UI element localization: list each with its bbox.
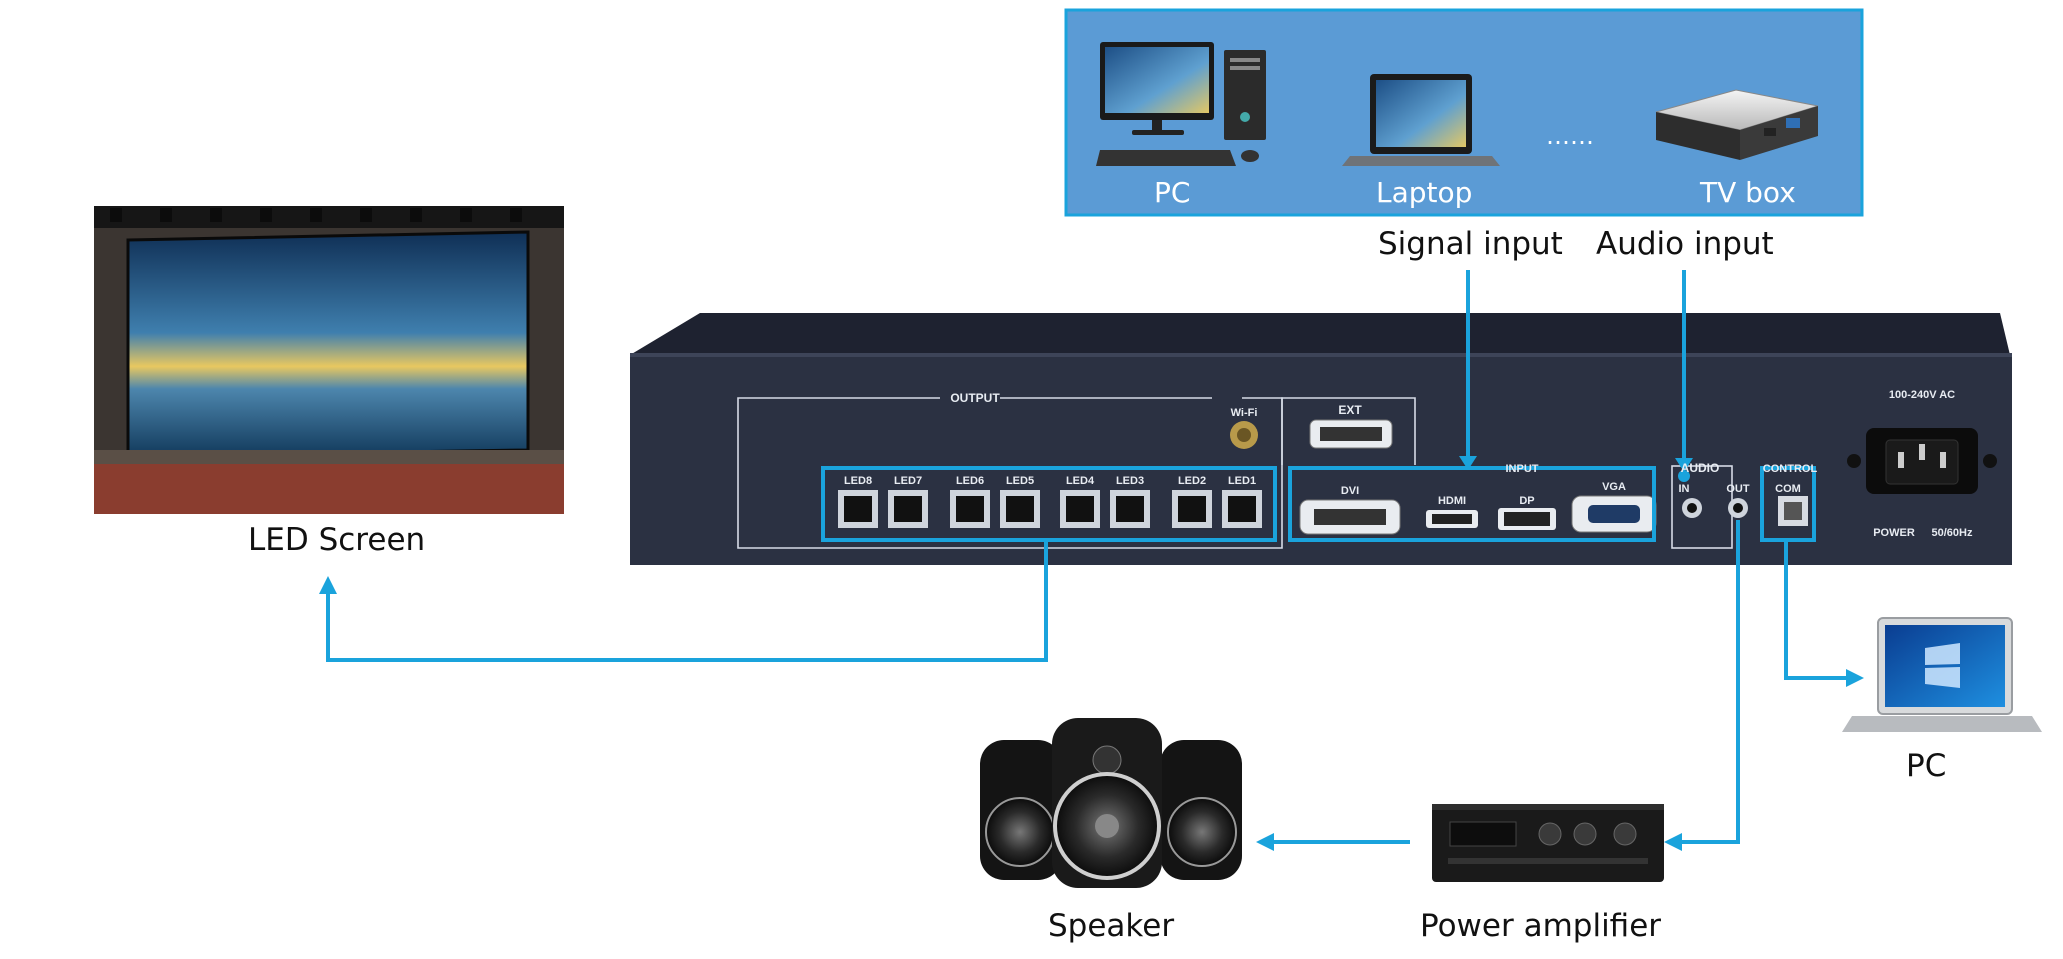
led5-label: LED5 (1006, 475, 1034, 487)
highlight-boxes (821, 466, 1816, 542)
wifi-label: Wi-Fi (1231, 407, 1258, 419)
led2-label: LED2 (1178, 475, 1206, 487)
line-audio-out-to-amp (1680, 520, 1740, 844)
led7-label: LED7 (894, 475, 922, 487)
dvi-label: DVI (1341, 485, 1359, 497)
input-label: INPUT (1506, 463, 1539, 475)
ext-label: EXT (1338, 403, 1362, 417)
arrowheads (319, 456, 1864, 851)
audio-out-label: OUT (1726, 483, 1750, 495)
pc-label: PC (1906, 748, 1947, 784)
power-label: POWER (1873, 527, 1915, 539)
tv-box-icon (1655, 89, 1819, 160)
source-laptop-label: Laptop (1376, 176, 1473, 209)
audio-label: AUDIO (1681, 461, 1720, 475)
led6-label: LED6 (956, 475, 984, 487)
desktop-pc-icon (1096, 42, 1266, 166)
led1-label: LED1 (1228, 475, 1256, 487)
vga-label: VGA (1602, 481, 1626, 493)
power-amplifier-icon (1432, 804, 1664, 882)
dp-label: DP (1519, 495, 1534, 507)
com-label: COM (1775, 483, 1801, 495)
audio-in-label: IN (1679, 483, 1690, 495)
control-label: CONTROL (1763, 463, 1818, 475)
speaker-icon (980, 718, 1242, 888)
led4-label: LED4 (1066, 475, 1095, 487)
frequency-label: 50/60Hz (1932, 527, 1973, 539)
signal-source-panel (1064, 8, 1864, 217)
device-labels: OUTPUT Wi-Fi EXT INPUT AUDIO CONTROL LED… (844, 389, 1973, 539)
pc-laptop-icon (1842, 617, 2042, 732)
led-ports (838, 490, 1262, 528)
signal-input-label: Signal input (1378, 226, 1563, 262)
video-processor (630, 313, 2012, 565)
led3-label: LED3 (1116, 475, 1144, 487)
audio-input-label: Audio input (1596, 226, 1774, 262)
power-amplifier-label: Power amplifier (1420, 908, 1662, 944)
voltage-label: 100-240V AC (1889, 389, 1955, 401)
laptop-icon (1342, 74, 1500, 166)
source-pc-label: PC (1154, 176, 1191, 209)
source-more-label: …… (1546, 122, 1594, 150)
line-output-to-led-screen (326, 540, 1048, 662)
led-screen-photo (94, 206, 564, 514)
led8-label: LED8 (844, 475, 872, 487)
hdmi-label: HDMI (1438, 495, 1466, 507)
line-com-to-pc (1784, 540, 1846, 680)
connection-lines (326, 270, 1846, 844)
output-label: OUTPUT (950, 391, 1000, 405)
source-tv-box-label: TV box (1700, 176, 1796, 209)
led-screen-label: LED Screen (248, 522, 426, 558)
speaker-label: Speaker (1048, 908, 1175, 944)
